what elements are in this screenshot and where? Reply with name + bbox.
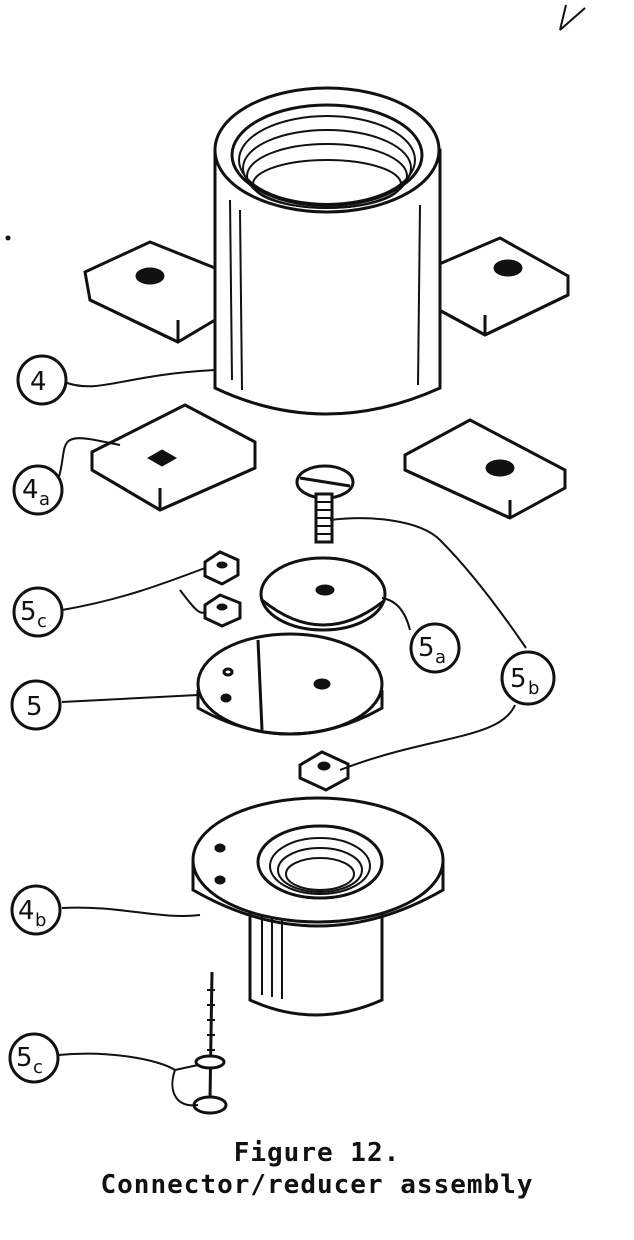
- part-4-cylinder: [83, 86, 570, 416]
- svg-text:a: a: [435, 647, 446, 668]
- part-5a-disc: [259, 556, 387, 632]
- svg-text:b: b: [35, 910, 46, 931]
- svg-text:4: 4: [30, 367, 47, 397]
- svg-text:a: a: [39, 489, 50, 510]
- svg-text:5: 5: [418, 633, 435, 663]
- part-5b-screw: [295, 464, 355, 544]
- svg-text:b: b: [528, 678, 539, 699]
- svg-text:c: c: [37, 611, 47, 632]
- svg-text:5: 5: [16, 1043, 33, 1073]
- stray-dot: [5, 235, 11, 241]
- part-4b-reducer: [191, 796, 445, 1017]
- callout-5: 5: [10, 679, 62, 731]
- figure-caption-subtitle: Connector/reducer assembly: [100, 1170, 534, 1200]
- svg-text:4: 4: [18, 896, 35, 926]
- leader-lines: [57, 369, 527, 1107]
- part-5-disc: [196, 632, 384, 736]
- figure-caption-title: Figure 12.: [233, 1138, 401, 1168]
- svg-text:5: 5: [20, 597, 37, 627]
- svg-text:c: c: [33, 1057, 43, 1078]
- callout-4: 4: [16, 354, 68, 406]
- part-5b-nut: [298, 750, 350, 792]
- svg-text:5: 5: [510, 664, 527, 694]
- callout-5c-top: 5 c: [12, 586, 64, 638]
- svg-text:5: 5: [26, 692, 43, 722]
- callout-5b: 5 b: [500, 650, 556, 706]
- callout-5a: 5 a: [409, 622, 461, 674]
- callout-4b: 4 b: [10, 884, 62, 936]
- part-5c-bolt: [192, 971, 228, 1115]
- callout-5c-bottom: 5 c: [8, 1032, 60, 1084]
- part-5c-nuts: [203, 550, 242, 628]
- svg-text:4: 4: [22, 475, 39, 505]
- part-4a-plates: [90, 403, 567, 520]
- callout-4a: 4 a: [12, 464, 64, 516]
- corner-check-mark: [559, 4, 586, 31]
